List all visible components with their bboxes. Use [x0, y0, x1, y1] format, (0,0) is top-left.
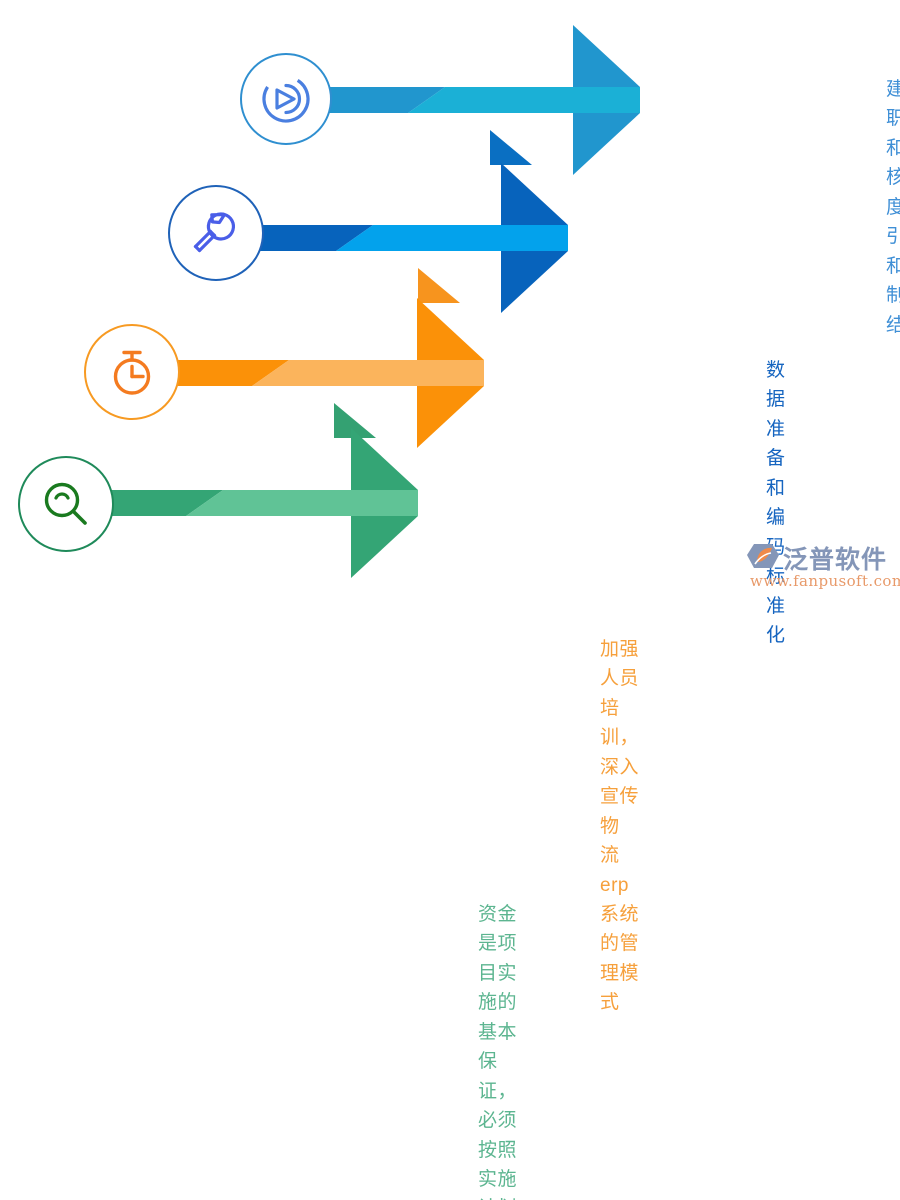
process-step-2[interactable]: 数据准备和编码标准化: [168, 163, 785, 646]
arrow-lower-wing-4: [351, 516, 418, 578]
arrow-tail-triangle-3: [334, 403, 376, 438]
step-label-2: 数据准备和编码标准化: [766, 360, 786, 646]
process-step-1[interactable]: 建立职责和考核制度， 引导和强制相结合: [240, 25, 900, 336]
arrow-shape-3: [120, 298, 484, 448]
target-forward-icon: [258, 71, 314, 127]
arrow-tail-triangle-1: [490, 130, 532, 165]
infographic-canvas: 建立职责和考核制度， 引导和强制相结合 数据准备和编码标准化: [18, 25, 900, 1200]
arrow-upper-wing-4: [351, 428, 418, 490]
stopwatch-icon: [103, 343, 161, 401]
watermark-url: www.fanpusoft.com: [750, 572, 900, 590]
arrow-body-light-1: [408, 87, 640, 113]
wrench-icon: [187, 204, 245, 262]
arrow-lower-wing-3: [417, 386, 484, 448]
arrow-body-light-4: [186, 490, 418, 516]
process-step-4[interactable]: 资金是项目实施的基本保证， 必须按照实施计划及时到位: [18, 428, 517, 1200]
step-label-1: 建立职责和考核制度， 引导和强制相结合: [886, 79, 900, 336]
step-label-4: 资金是项目实施的基本保证， 必须按照实施计划及时到位: [478, 904, 518, 1200]
step-icon-badge-1[interactable]: [240, 53, 332, 145]
arrow-tail-triangle-2: [418, 268, 460, 303]
arrow-upper-wing-1: [573, 25, 640, 87]
arrow-body-light-3: [252, 360, 484, 386]
arrow-body-light-2: [336, 225, 568, 251]
arrow-upper-wing-3: [417, 298, 484, 360]
arrow-lower-wing-1: [573, 113, 640, 175]
step-icon-badge-4[interactable]: [18, 456, 114, 552]
step-icon-badge-3[interactable]: [84, 324, 180, 420]
step-icon-badge-2[interactable]: [168, 185, 264, 281]
watermark-brand: 泛普软件: [783, 545, 888, 574]
step-label-3: 加强人员培训，深入宣传物 流erp系统的管理模式: [600, 639, 640, 1014]
fanpu-logo-mark-icon: [745, 542, 779, 577]
arrow-upper-wing-2: [501, 163, 568, 225]
watermark-logo: 泛普软件 www.fanpusoft.com: [745, 540, 900, 595]
magnifier-icon: [37, 475, 95, 533]
arrow-lower-wing-2: [501, 251, 568, 313]
process-step-3[interactable]: 加强人员培训，深入宣传物 流erp系统的管理模式: [84, 298, 639, 1013]
